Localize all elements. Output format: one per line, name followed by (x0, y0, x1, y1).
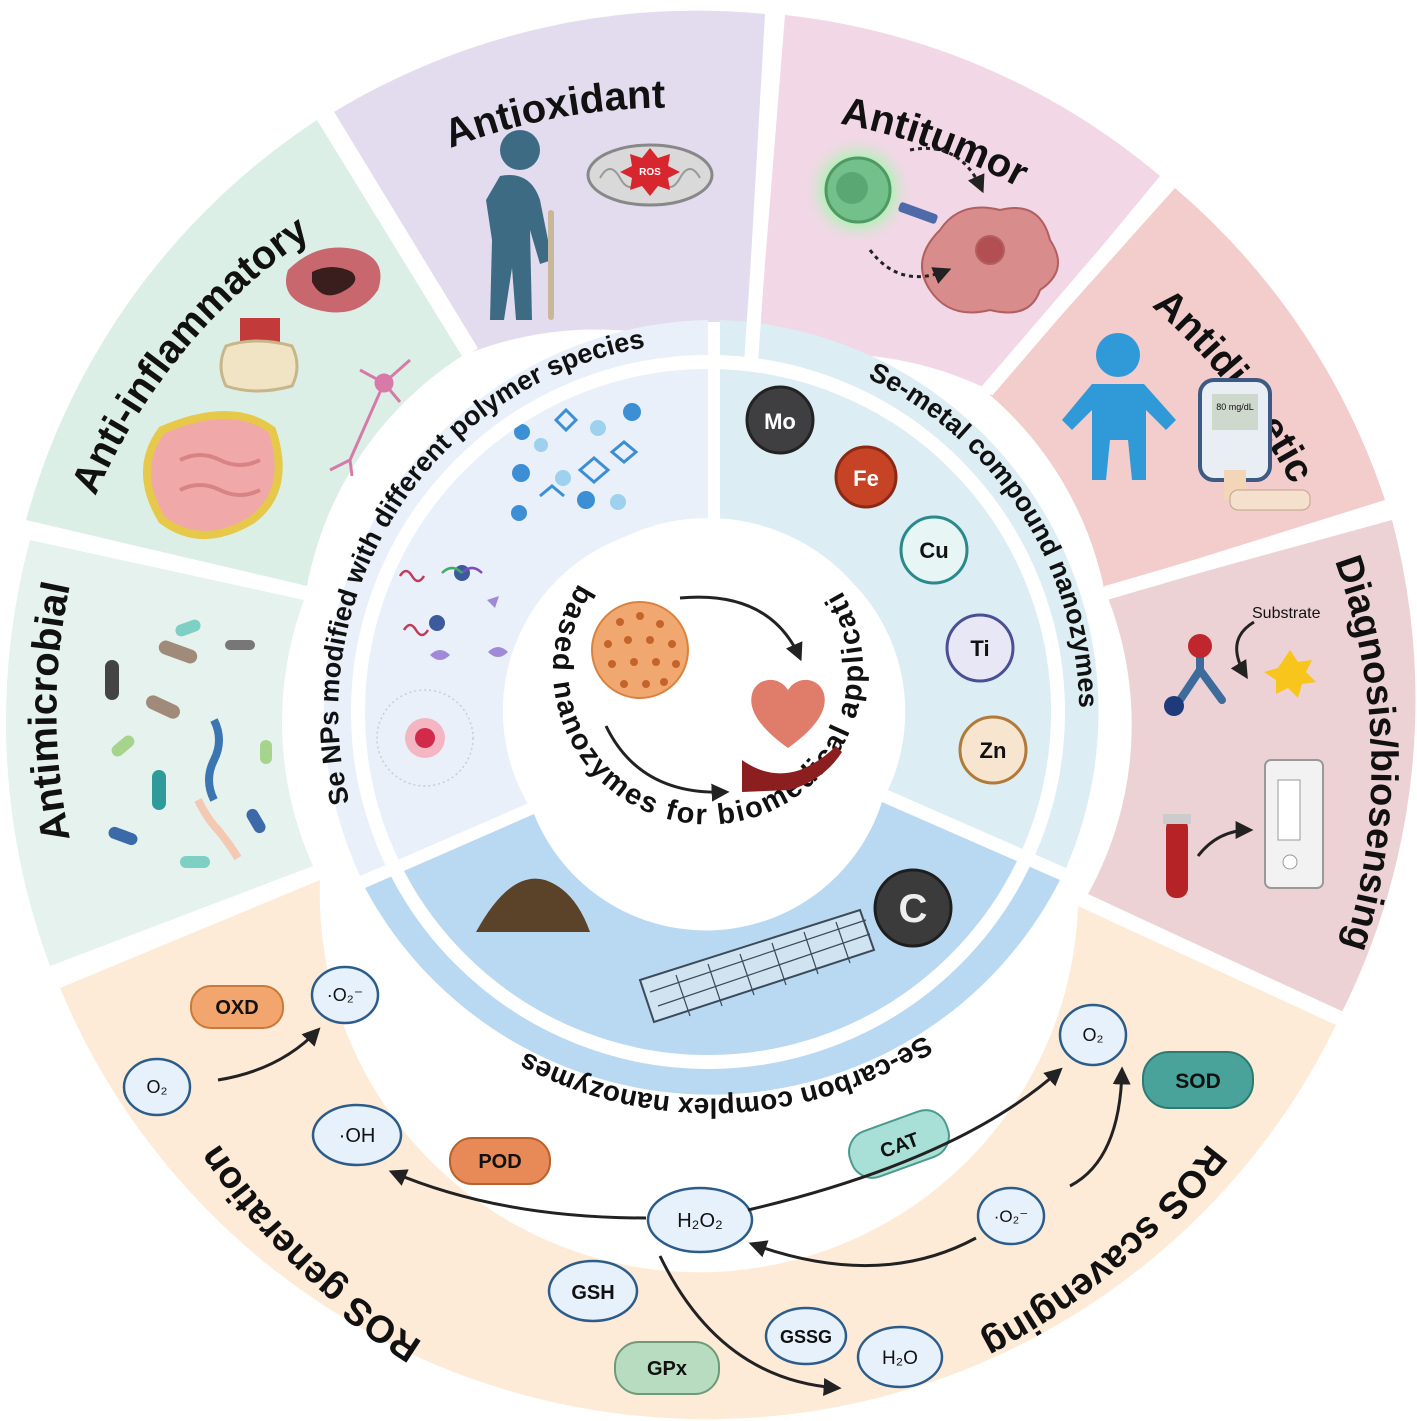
neuron-icon (329, 358, 411, 477)
sample-arrow (1196, 821, 1254, 857)
bacteria-cluster-icon (105, 619, 272, 868)
svg-text:Zn: Zn (980, 738, 1007, 763)
enzyme-ball (1188, 634, 1212, 658)
svg-text:O₂: O₂ (147, 1077, 168, 1097)
mol-oh (311, 1103, 403, 1167)
tumor-arrow-top (909, 146, 985, 194)
svg-text:SOD: SOD (1175, 1070, 1221, 1093)
glucometer-icon: 80 mg/dL (1198, 378, 1311, 511)
enzyme-cat (848, 1109, 950, 1179)
mitochondria-icon: ROS (586, 143, 714, 207)
substrate-arrow (1230, 620, 1255, 680)
mol-h2o2 (646, 1186, 754, 1254)
center-separator (514, 518, 902, 906)
svg-text:C: C (899, 887, 928, 931)
svg-text:·OH: ·OH (339, 1125, 376, 1147)
patient-icon (1062, 333, 1176, 480)
polymer-chains-icon (398, 565, 508, 660)
mol-superoxide-scav (976, 1186, 1046, 1246)
arrow-h2o2-o2 (747, 1067, 1063, 1212)
sector-antioxidant (334, 10, 765, 363)
svg-text:GSSG: GSSG (780, 1327, 832, 1347)
element-zn: Zn (958, 715, 1028, 785)
center-graphic (591, 595, 842, 802)
svg-text:Cu: Cu (919, 538, 948, 563)
arrow-h2o2-oh (388, 1169, 647, 1220)
sector-dividers (26, 9, 1392, 1025)
svg-text:Mo: Mo (764, 409, 796, 434)
svg-text:H₂O₂: H₂O₂ (677, 1210, 723, 1232)
arrow-superoxide-h2o2 (748, 1236, 977, 1267)
enzyme-sod (1142, 1051, 1254, 1109)
carbon-powder-icon (476, 878, 590, 932)
ring-separator (351, 355, 1065, 1069)
svg-text:·O₂⁻: ·O₂⁻ (994, 1207, 1028, 1226)
ros-badge-text: ROS (639, 167, 661, 178)
intestine-icon (143, 411, 283, 539)
svg-text:Fe: Fe (853, 466, 879, 491)
enzyme-pod (449, 1137, 551, 1185)
mol-o2-scav (1058, 1003, 1128, 1067)
ros-scavenging-network: H₂O₂ O₂ ·O₂⁻ H₂O CAT SOD GSH GSSG GPx (547, 1003, 1254, 1396)
element-ti: Ti (945, 613, 1015, 683)
substrate-label: Substrate (1252, 605, 1321, 622)
ros-generation-network: O₂ ·O₂⁻ OXD ·OH POD (122, 965, 647, 1220)
arrow-h2o2-h2o (658, 1255, 842, 1396)
wound-icon (286, 247, 381, 313)
mol-o2-gen (122, 1057, 192, 1117)
antibody-link-icon (898, 202, 938, 224)
test-strip-icon (1264, 759, 1324, 889)
micelle-icon (376, 689, 474, 787)
antigen-ball (1164, 696, 1184, 716)
svg-text:H₂O: H₂O (882, 1348, 918, 1369)
sector-antitumor (757, 15, 1160, 388)
polymer-molecules-icon (511, 403, 641, 521)
se-nanoparticle (591, 601, 689, 699)
mol-gsh (547, 1259, 639, 1323)
mol-gssg (764, 1306, 848, 1366)
immune-cell-icon (802, 134, 914, 246)
hand-icon (742, 746, 842, 792)
svg-text:OXD: OXD (215, 997, 258, 1019)
tumor-arrow-bottom (868, 249, 952, 284)
enzyme-gpx (614, 1341, 720, 1395)
ros-burst-icon (620, 148, 680, 196)
element-fe: Fe (834, 445, 898, 509)
elderly-person-icon (486, 130, 554, 320)
element-cu: Cu (899, 515, 969, 585)
joint-icon (219, 318, 299, 393)
arrow-superoxide-o2 (1069, 1066, 1131, 1188)
glucometer-reading: 80 mg/dL (1216, 402, 1254, 412)
carbon-element: C (873, 868, 953, 948)
element-mo: Mo (745, 385, 815, 455)
mol-h2o (856, 1325, 944, 1389)
enzyme-oxd (190, 985, 284, 1029)
se-nanoparticle-pores (604, 612, 680, 688)
heart-icon (751, 679, 825, 748)
mol-superoxide-gen (310, 965, 380, 1025)
sector-antidiabetic (990, 188, 1385, 588)
svg-text:GSH: GSH (571, 1282, 614, 1304)
svg-text:O₂: O₂ (1083, 1025, 1104, 1045)
sector-ros (60, 880, 1336, 1420)
svg-text:POD: POD (478, 1151, 521, 1173)
arrow-o2-superoxide (217, 1027, 321, 1082)
svg-text:·O₂⁻: ·O₂⁻ (327, 985, 363, 1005)
svg-text:Ti: Ti (970, 636, 989, 661)
blood-tube-icon (1163, 814, 1191, 898)
tumor-mass-icon (921, 206, 1059, 314)
product-star-icon (1264, 650, 1316, 698)
outer-ring (5, 10, 1416, 1420)
carbon-nanotube-icon (638, 908, 876, 1024)
svg-text:GPx: GPx (647, 1358, 687, 1380)
